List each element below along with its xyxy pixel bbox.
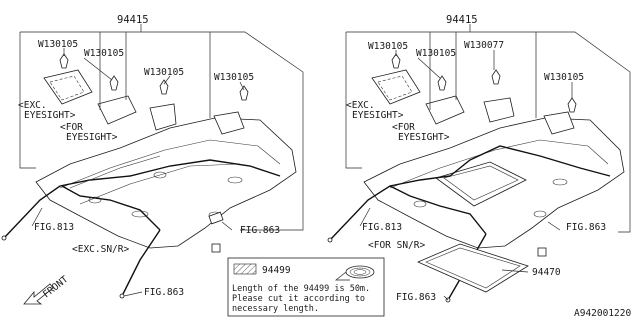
right-exc-eyesight-line2: EYESIGHT>: [352, 110, 404, 121]
front-arrow-icon: [23, 283, 54, 305]
left-callout-w130105-d: W130105: [214, 72, 254, 83]
right-variant-label: <FOR SN/R>: [368, 240, 425, 251]
left-callout-w130105-c: W130105: [144, 67, 184, 78]
left-bracket-2: [97, 95, 137, 125]
left-variant-label: <EXC.SN/R>: [72, 244, 129, 255]
right-bracket-1: [371, 69, 421, 105]
legend-note-line1: Length of the 94499 is 50m.: [232, 284, 370, 294]
front-arrow: FRONT: [23, 274, 71, 305]
left-callout-w130105-b: W130105: [84, 48, 124, 59]
left-frame: [20, 31, 304, 231]
left-exc-eyesight-line2: EYESIGHT>: [24, 110, 76, 121]
left-bracket-3: [149, 103, 177, 131]
left-harness: [3, 159, 281, 239]
left-exc-eyesight-line1: <EXC.: [18, 100, 47, 111]
right-bracket-4: [543, 111, 575, 135]
right-callout-w130077: W130077: [464, 40, 504, 51]
tape-roll-icon: [335, 265, 375, 281]
right-sunroof-seal: [416, 243, 529, 293]
left-bracket-1: [43, 69, 93, 105]
right-part-number: 94415: [446, 14, 478, 26]
right-fig813: FIG.813: [362, 222, 402, 233]
legend-note-line2: Please cut it according to: [232, 294, 365, 304]
right-frame-side: [345, 32, 362, 169]
right-callout-w130105-b: W130105: [416, 48, 456, 59]
left-panel: 94415 W130105 W130105 W130105 W130105 <E…: [1, 14, 304, 299]
left-for-eyesight-line2: EYESIGHT>: [66, 132, 118, 143]
diagram-id: A942001220: [574, 308, 631, 319]
right-exc-eyesight-line1: <EXC.: [346, 100, 375, 111]
front-label: FRONT: [41, 274, 71, 300]
left-fig813: FIG.813: [34, 222, 74, 233]
right-bracket-3: [483, 97, 515, 123]
right-bracket-2: [425, 95, 465, 125]
legend-box: 94499 Length of the 94499 is 50m. Please…: [227, 257, 385, 317]
left-clips: [59, 53, 249, 101]
left-bracket-4: [213, 111, 245, 135]
left-part-number: 94415: [117, 14, 149, 26]
right-clips: [391, 53, 577, 113]
left-for-eyesight-line1: <FOR: [60, 122, 83, 133]
right-fig863-bottom: FIG.863: [396, 292, 436, 303]
right-for-eyesight-line2: EYESIGHT>: [398, 132, 450, 143]
right-callout-w130105-d: W130105: [544, 72, 584, 83]
right-panel: 94415 W130105 W130105 W130077 W130105 <E…: [327, 14, 631, 303]
right-callout-w130105-a: W130105: [368, 41, 408, 52]
right-for-eyesight-line1: <FOR: [392, 122, 415, 133]
left-frame-side: [19, 32, 36, 169]
right-part-94470: 94470: [532, 267, 561, 278]
right-harness: [329, 145, 611, 241]
right-frame: [346, 31, 631, 233]
left-headliner: [35, 117, 297, 249]
legend-note-line3: necessary length.: [232, 304, 319, 314]
left-callout-w130105-a: W130105: [38, 39, 78, 50]
right-fig863-right: FIG.863: [566, 222, 606, 233]
legend-part-number: 94499: [262, 265, 291, 276]
left-fig863-bottom: FIG.863: [144, 287, 184, 298]
tape-swatch: [233, 263, 257, 275]
left-fig863-right: FIG.863: [240, 225, 280, 236]
